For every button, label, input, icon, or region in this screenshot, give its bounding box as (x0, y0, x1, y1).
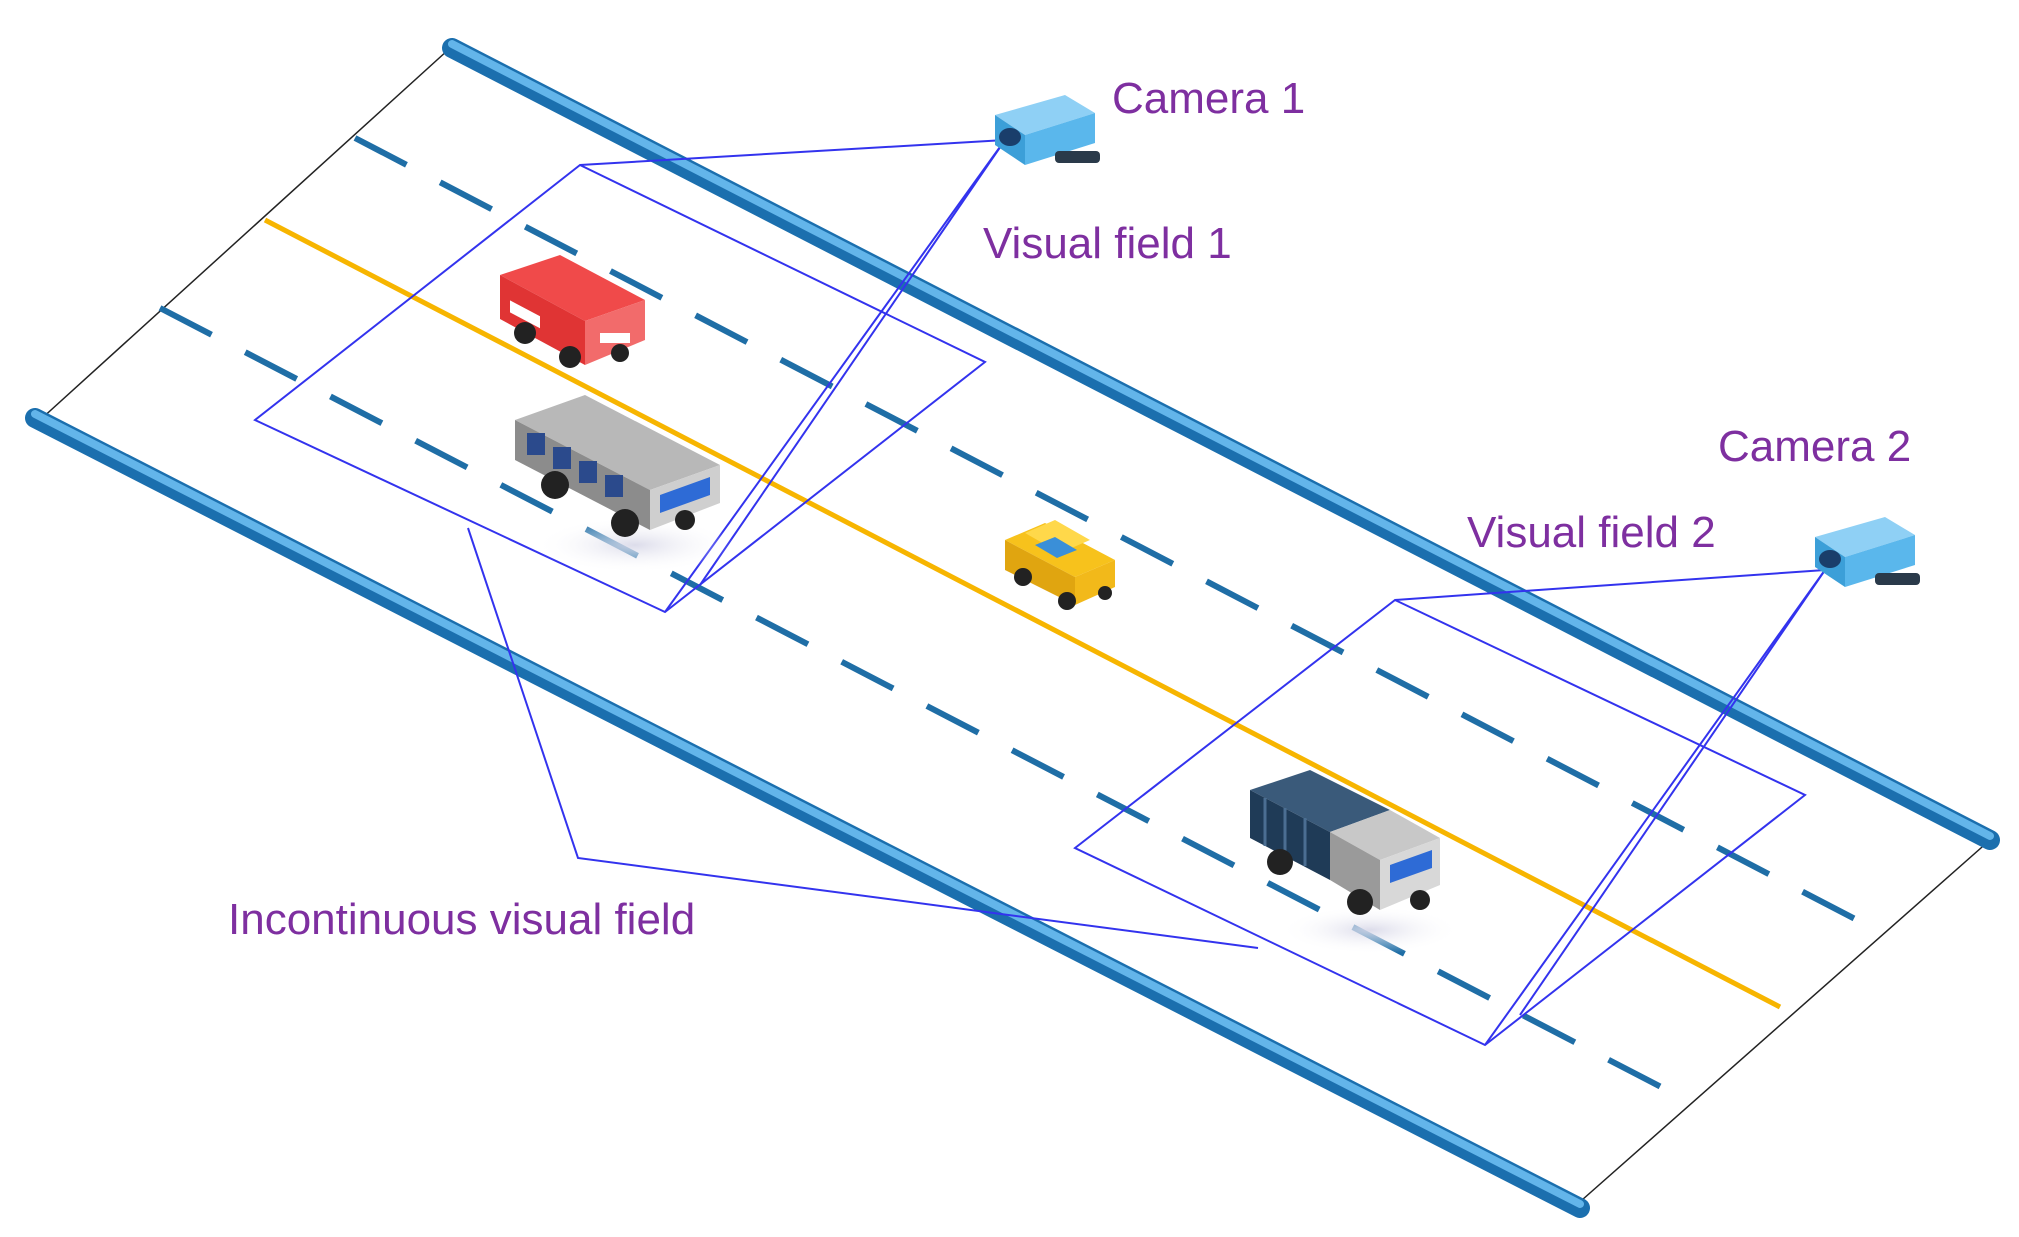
incontinuous-visual-field-label: Incontinuous visual field (228, 895, 696, 944)
camera-2-label: Camera 2 (1718, 422, 1912, 471)
center-line (263, 217, 1782, 1010)
road (39, 49, 1991, 1201)
yellow-car-icon (1005, 520, 1115, 610)
lane-divider-bottom (158, 305, 1692, 1105)
incontinuous-field-pointer (467, 527, 1259, 949)
road-edge-left (39, 49, 449, 421)
visual-field-2 (1073, 569, 1826, 1047)
road-edge-right (1581, 839, 1991, 1201)
surveillance-camera-icon (1815, 517, 1920, 587)
visual-field-2-label: Visual field 2 (1467, 508, 1716, 557)
surveillance-camera-icon (995, 95, 1100, 165)
camera-1-label: Camera 1 (1112, 74, 1306, 123)
gray-bus-icon (515, 395, 735, 573)
guardrail-bottom (25, 408, 1590, 1218)
red-van-icon (500, 255, 645, 368)
visual-field-1-label: Visual field 1 (983, 219, 1232, 268)
cargo-truck-icon (1250, 770, 1460, 954)
